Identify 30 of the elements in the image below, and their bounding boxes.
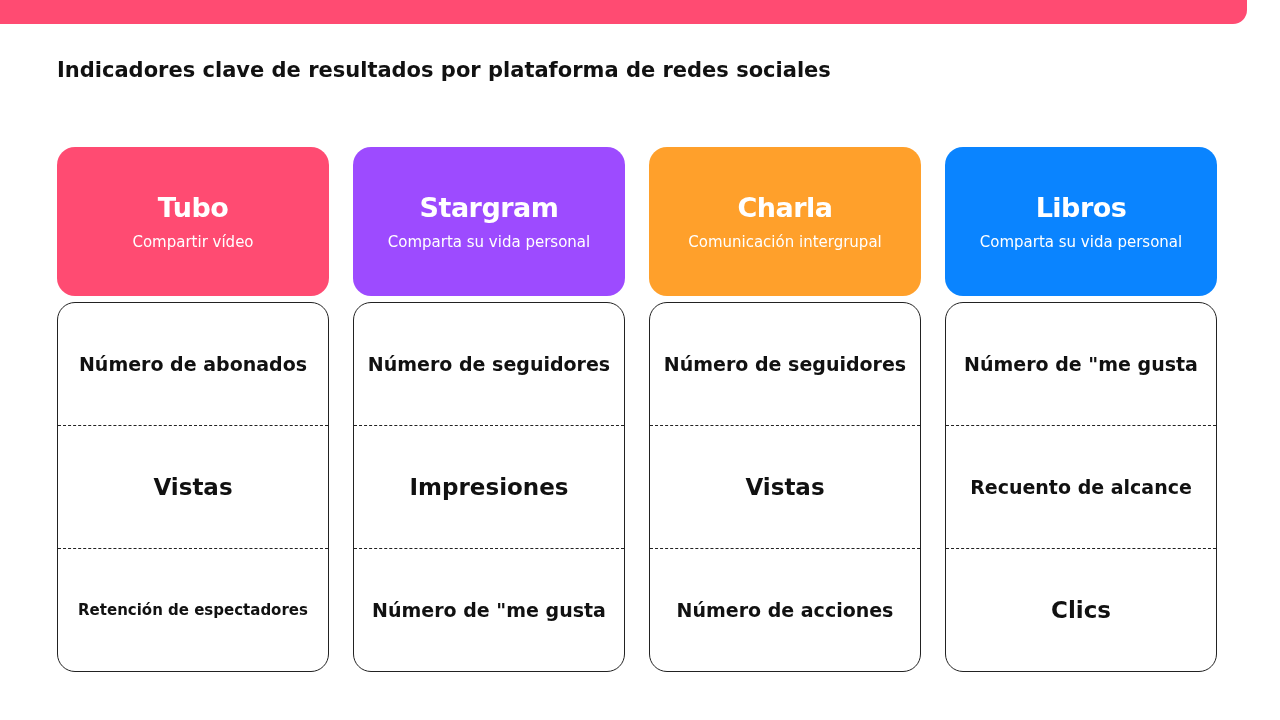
metrics-card bbox=[945, 302, 1217, 672]
metric-cell: Recuento de alcance bbox=[946, 425, 1216, 548]
metric-cell-text: Número de seguidores bbox=[662, 352, 908, 377]
metric-cell-text: Número de abonados bbox=[77, 352, 308, 377]
metric-cell: Número de acciones bbox=[650, 548, 920, 671]
metric-cell: Vistas bbox=[58, 425, 328, 548]
metric-cell: Impresiones bbox=[354, 425, 624, 548]
metric-cell: Número de "me gusta bbox=[354, 548, 624, 671]
metric-cell: Clics bbox=[946, 548, 1216, 671]
metrics-card bbox=[57, 302, 329, 672]
platform-tagline: Comparta su vida personal bbox=[979, 233, 1183, 251]
metric-cell: Retención de espectadores bbox=[58, 548, 328, 671]
platform-name: Libros bbox=[1035, 192, 1127, 223]
metrics-card bbox=[353, 302, 625, 672]
platform-tagline: Comparta su vida personal bbox=[387, 233, 591, 251]
top-banner bbox=[0, 0, 1247, 24]
metrics-card bbox=[649, 302, 921, 672]
platform-header-card bbox=[57, 147, 329, 296]
metric-cell-text: Número de seguidores bbox=[366, 352, 612, 377]
platform-header-card bbox=[649, 147, 921, 296]
platform-header-card bbox=[945, 147, 1217, 296]
platform-header-card bbox=[353, 147, 625, 296]
platform-name: Charla bbox=[737, 192, 833, 223]
platform-name: Stargram bbox=[419, 192, 559, 223]
metric-cell: Vistas bbox=[650, 425, 920, 548]
platform-tagline: Comunicación intergrupal bbox=[688, 233, 882, 251]
platform-tagline: Compartir vídeo bbox=[132, 233, 254, 251]
page-title: Indicadores clave de resultados por plataforma de redes sociales bbox=[57, 58, 831, 82]
platform-name: Tubo bbox=[157, 192, 229, 223]
metric-cell-text: Número de "me gusta bbox=[963, 352, 1199, 377]
